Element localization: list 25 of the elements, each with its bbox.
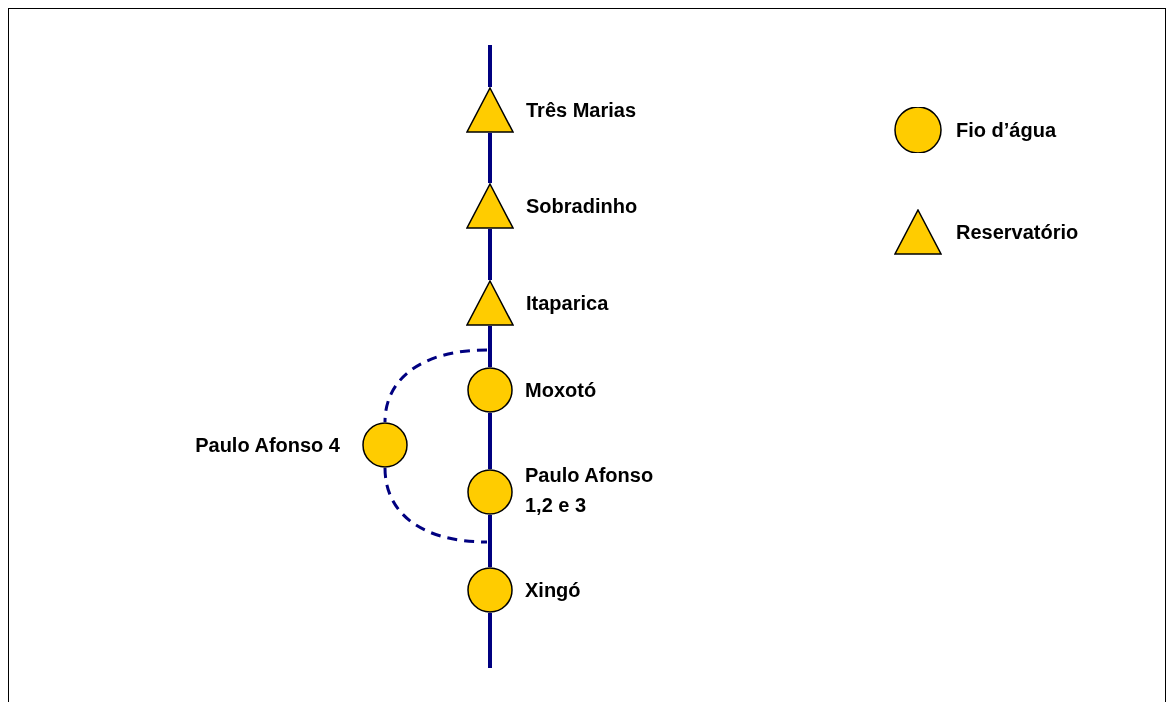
river-line [488,515,492,567]
reservoir-triangle [466,183,514,229]
river-line [488,326,492,367]
dashed-connector [383,467,488,544]
station-label: Sobradinho [526,194,639,219]
legend-label: Reservatório [956,220,1079,245]
river-line [488,413,492,469]
river-line [488,613,492,668]
station-label: Moxotó [525,378,598,403]
river-line [488,133,492,183]
run-of-river-circle [467,469,513,515]
run-of-river-circle [467,567,513,613]
station-label: Três Marias [526,98,638,123]
station-label: Itaparica [526,291,610,316]
dashed-connector [383,348,488,423]
station-label: Xingó [525,578,582,603]
run-of-river-circle [467,367,513,413]
reservoir-triangle [466,280,514,326]
run-of-river-circle [362,422,408,468]
station-label: Paulo Afonso 1,2 e 3 [525,463,655,518]
reservoir-triangle [466,87,514,133]
station-label: Paulo Afonso 4 [194,433,340,458]
river-line [488,45,492,87]
river-line [488,229,492,280]
legend-label: Fio d’água [956,118,1056,143]
